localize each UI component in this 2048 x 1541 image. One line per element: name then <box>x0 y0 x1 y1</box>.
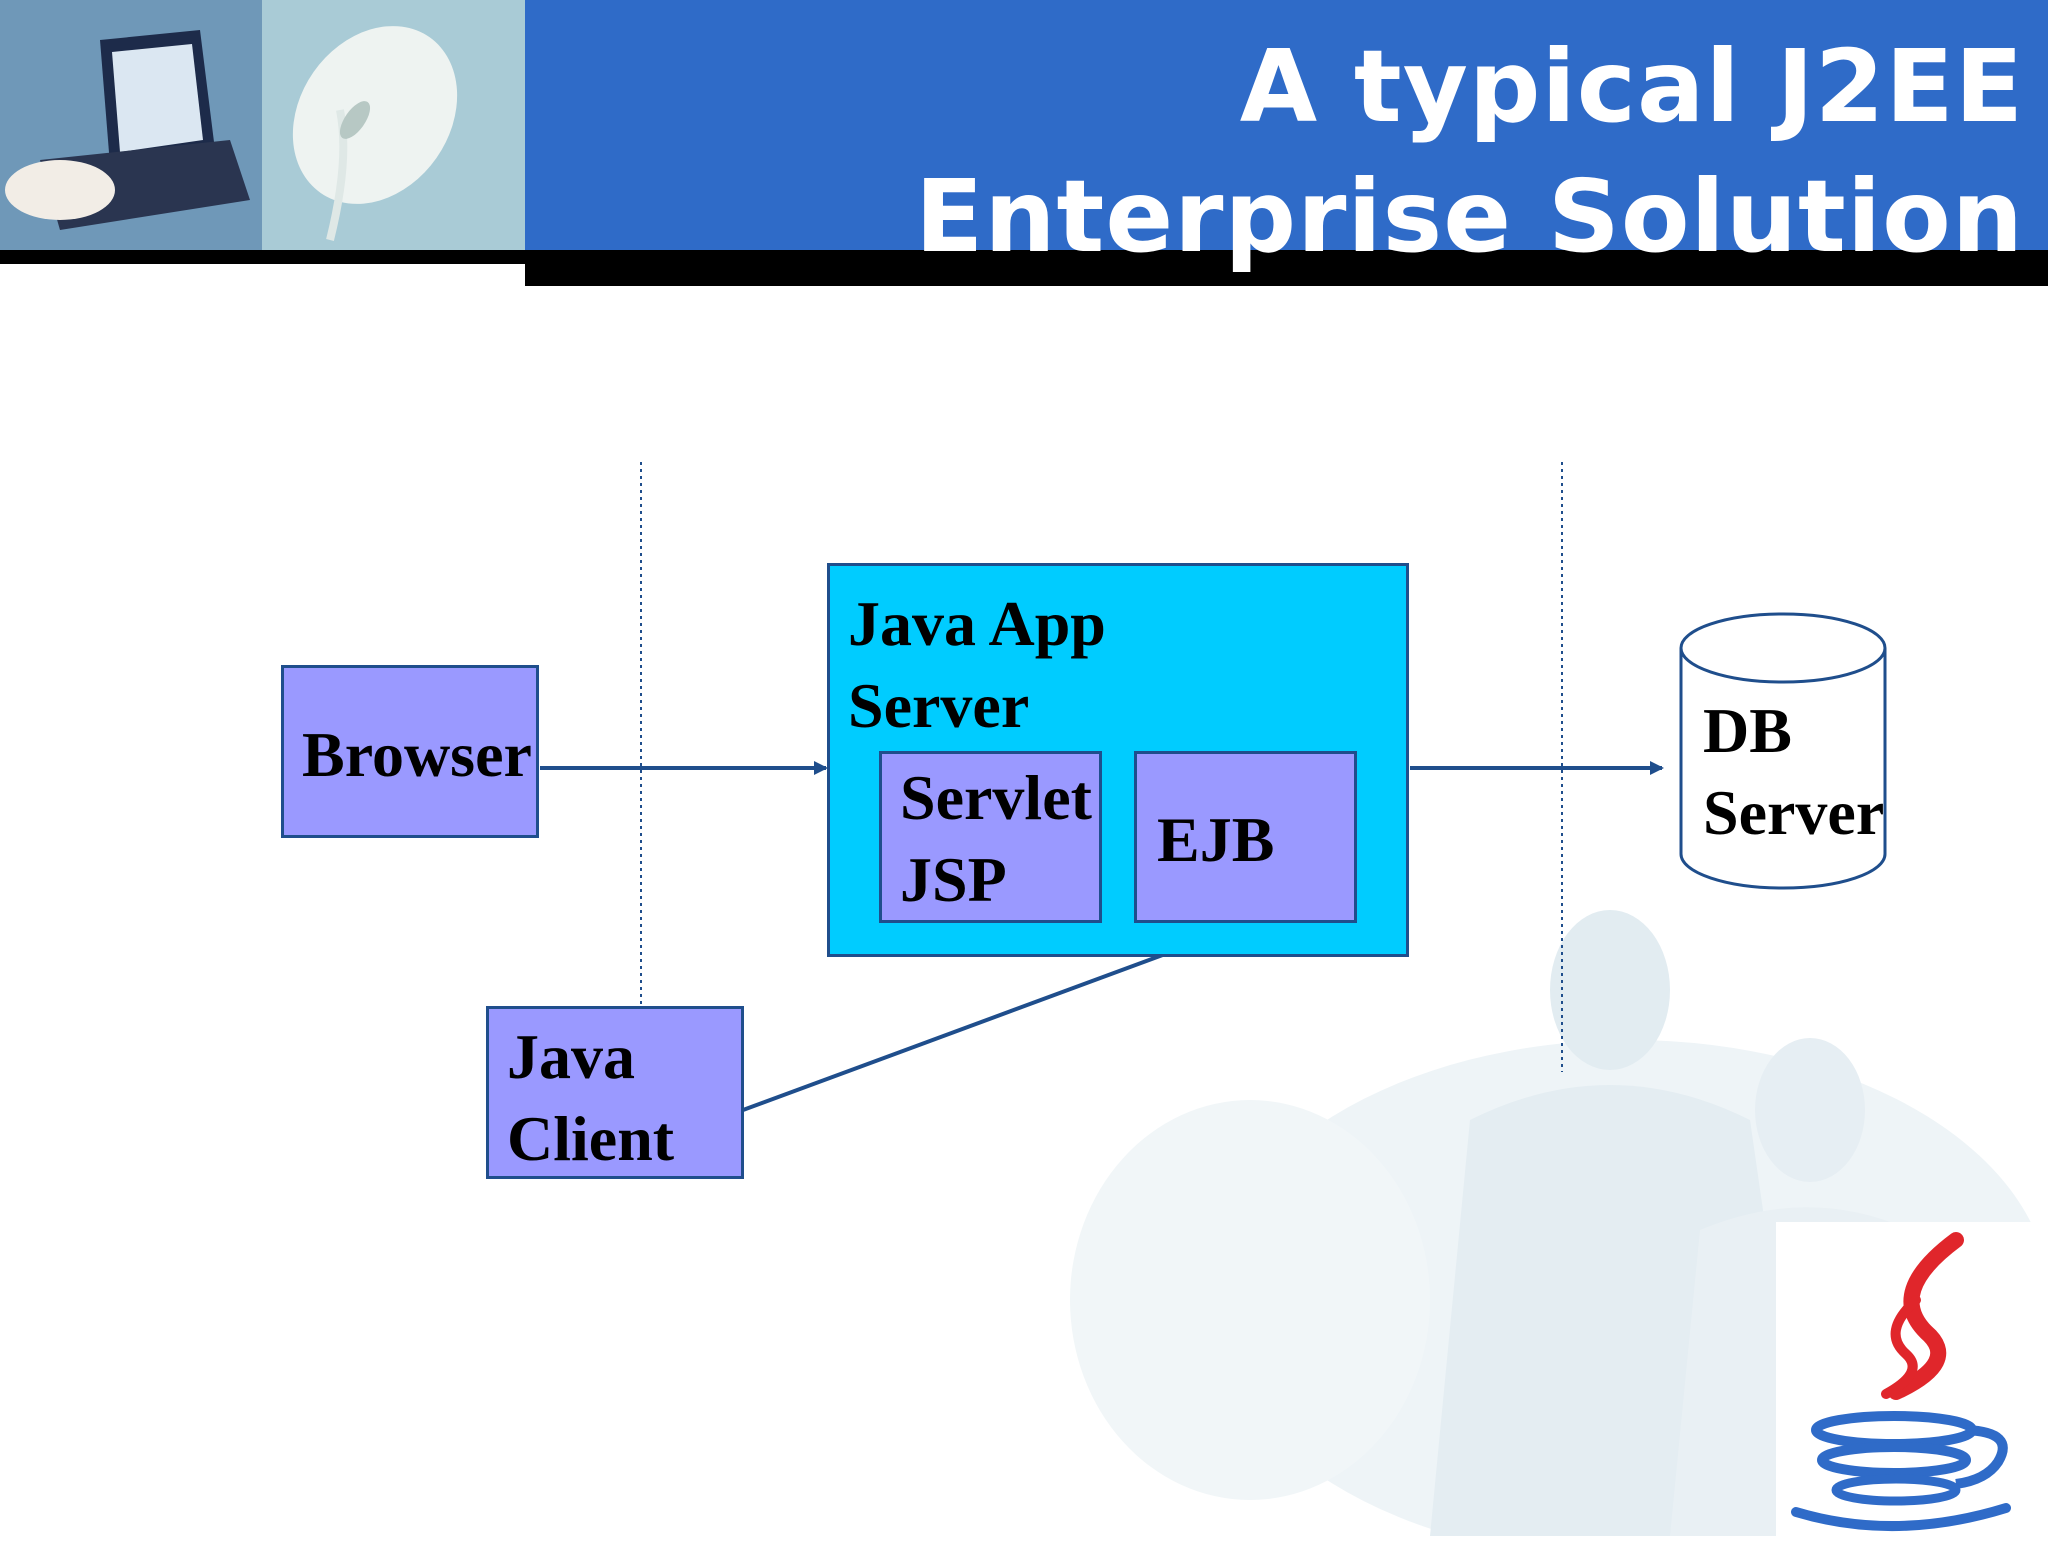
header-photo-underline <box>0 250 525 264</box>
java-client-label-line2: Client <box>507 1103 675 1174</box>
slide-title: A typical J2EE Enterprise Solution <box>624 22 2024 282</box>
header-band <box>525 0 2048 250</box>
java-client-label-line1: Java <box>507 1021 635 1092</box>
java-client-box <box>486 1006 744 1179</box>
java-logo <box>1776 1222 2048 1536</box>
app-server-label-line2: Server <box>848 670 1030 741</box>
ejb-box <box>1134 751 1357 923</box>
laptop-mouse-photo-icon <box>0 0 525 250</box>
header-photo <box>0 0 525 250</box>
servlet-jsp-box <box>879 751 1102 923</box>
java-coffee-cup-logo-icon <box>1791 1232 2011 1532</box>
ejb-label: EJB <box>1157 804 1275 875</box>
title-line-2: Enterprise Solution <box>915 158 2024 275</box>
app-server-label-line1: Java App <box>848 588 1106 659</box>
db-label-line2: Server <box>1703 777 1885 848</box>
db-label-line1: DB <box>1703 695 1792 766</box>
title-line-1: A typical J2EE <box>1239 28 2024 145</box>
browser-label: Browser <box>302 719 532 790</box>
jsp-label: JSP <box>900 844 1007 915</box>
browser-box <box>281 665 539 838</box>
servlet-label: Servlet <box>900 762 1092 833</box>
header-shadow <box>525 250 2048 286</box>
